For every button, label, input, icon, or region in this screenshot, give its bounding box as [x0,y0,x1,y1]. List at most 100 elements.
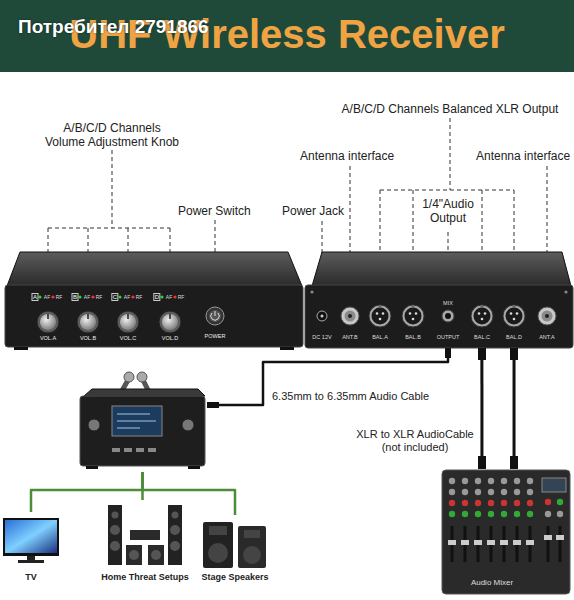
audio-mixer [500,478,508,562]
panel-marking: C [112,294,117,300]
home-theater-speakers [110,525,120,535]
audio-mixer [559,526,562,562]
output-wire [143,472,236,515]
panel-marking: POWER [205,333,226,339]
audio-cable [207,348,448,405]
receiver-rear-panel [317,311,327,321]
receiver-front-panel [7,252,302,286]
home-theater-speakers [170,525,180,535]
callout-label: 1/4"Audio Output [408,198,488,226]
receiver-front-panel [5,252,303,350]
audio-cable [480,348,483,468]
receiver-rear-panel [564,290,567,293]
audio-mixer [545,511,551,517]
karaoke-amplifier [112,448,120,452]
audio-mixer [487,478,495,562]
receiver-front-panel [117,311,139,333]
device-label: Audio Mixer [471,578,513,587]
callout-label: Antenna interface [476,150,570,164]
panel-marking: RF [56,295,63,301]
receiver-front-panel [37,311,59,333]
panel-marking: RF [136,295,143,301]
receiver-front-panel [91,295,94,298]
karaoke-amplifier [136,448,144,452]
audio-cable [513,348,516,468]
panel-marking: B [72,294,77,300]
receiver-front-panel [78,295,81,298]
home-theater-speakers [126,545,142,565]
stage-speaker-device: Stage Speakers [195,515,275,587]
cable-plug [207,348,518,469]
audio-mixer-device: Audio Mixer [440,468,572,596]
home-theater-speakers [129,550,139,560]
receiver-front-panel [160,295,163,298]
panel-marking: RF [96,295,103,301]
home-theater-speakers [170,541,180,551]
cable-plug [478,456,486,469]
panel-marking: RF [178,295,185,301]
callout-label: A/B/C/D Channels Volume Adjustment Knob [43,122,181,150]
stage-speakers [244,530,260,538]
karaoke-amplifier [84,389,205,396]
receiver-front-panel [131,295,134,298]
receiver-front-panel [5,285,303,347]
audio-mixer [557,511,563,517]
receiver-rear-panel [538,307,556,325]
receiver-rear-panel [471,305,493,327]
receiver-front-panel [38,295,41,298]
karaoke-amplifier [86,466,98,469]
home-theater-speakers [168,505,182,565]
audio-mixer [557,499,563,505]
karaoke-amplifier [137,372,147,382]
receiver-front-panel [280,347,294,350]
audio-mixer [526,478,534,562]
cable-plug [510,456,518,469]
tv-icon [3,518,59,563]
karaoke-amplifier [80,372,205,469]
audio-mixer [547,526,550,562]
port-marking: MIX [443,300,453,306]
karaoke-amplifier [117,414,150,415]
home-theater-speakers [172,512,179,519]
karaoke-amplifier [117,421,156,422]
audio-mixer [442,470,570,594]
callout-label: Power Jack [282,205,344,219]
panel-marking: AF [166,295,172,301]
karaoke-amplifier [124,448,132,452]
receiver-front-panel [51,295,54,298]
receiver-rear-panel: DC 12VANT.BBAL.ABAL.BMIXOUTPUTBAL.CBAL.D… [305,250,573,348]
cable-plug [207,402,219,408]
karaoke-amplifier [124,372,134,382]
home-theater-speakers [108,505,182,565]
stage-speakers [209,526,227,535]
audio-mixer [442,470,570,594]
cable-plug [510,348,518,360]
home-theater-speakers [108,505,122,565]
receiver-front-panel [14,347,28,350]
device-label: Stage Speakers [201,572,268,582]
receiver-rear-panel [445,313,451,319]
karaoke-amplifier [88,419,100,431]
audio-mixer [545,499,551,505]
karaoke-amplifier [117,428,140,429]
home-theater-speakers [130,530,160,540]
karaoke-amplifier [188,466,200,469]
receiver-front-panel [159,311,181,333]
receiver-front-panel [209,310,221,322]
port-marking: ANT.B [342,334,358,340]
receiver-front-panel [173,295,176,298]
callout-label: Antenna interface [300,150,394,164]
panel-marking: A [32,294,37,300]
panel-marking: VOL.B [80,335,96,341]
panel-marking: D [154,294,159,300]
port-marking: BAL.D [506,334,522,340]
audio-mixer [474,478,482,562]
receiver-rear-panel [310,290,313,293]
title-banner [0,0,574,72]
tv-icon [5,520,57,553]
cable-label: XLR to XLR AudioCable (not included) [353,428,477,453]
karaoke-amplifier [80,396,205,466]
cable-label: 6.35mm to 6.35mm Audio Cable [272,390,429,403]
